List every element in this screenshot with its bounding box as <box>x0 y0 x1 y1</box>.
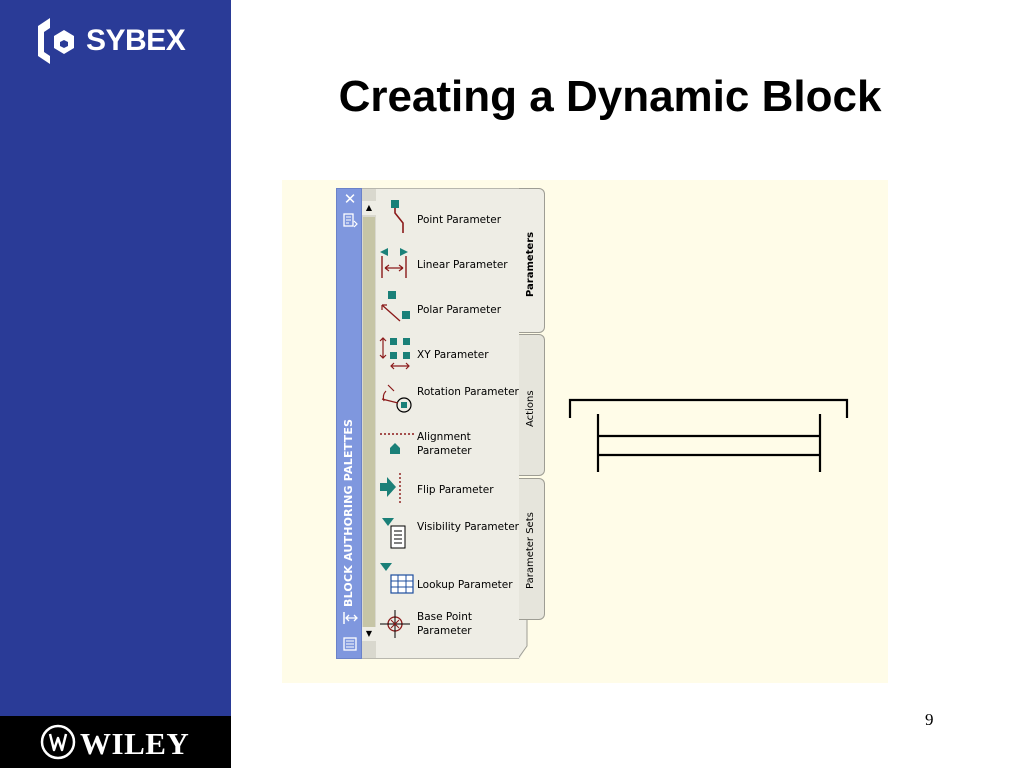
linear-parameter-icon <box>380 248 408 278</box>
rotation-parameter-icon <box>381 384 412 413</box>
tool-linear-parameter[interactable]: Linear Parameter <box>376 242 518 286</box>
tool-label: Lookup Parameter <box>417 579 513 591</box>
tool-xy-parameter[interactable]: XY Parameter <box>376 332 518 376</box>
polar-parameter-icon <box>381 291 410 322</box>
palette-menu-icon[interactable] <box>341 635 359 653</box>
visibility-parameter-icon <box>382 518 406 549</box>
tool-lookup-parameter[interactable]: Lookup Parameter <box>376 557 518 601</box>
tab-label: Parameters <box>525 231 536 297</box>
auto-hide-icon[interactable] <box>341 609 359 627</box>
tool-rotation-parameter[interactable]: Rotation Parameter <box>376 377 519 421</box>
slide-title: Creating a Dynamic Block <box>338 72 882 121</box>
properties-icon[interactable] <box>341 211 359 229</box>
tool-label: Linear Parameter <box>417 259 508 271</box>
tool-label: Visibility Parameter <box>417 521 519 533</box>
tool-label: Base Point Parameter <box>417 611 472 637</box>
tool-visibility-parameter[interactable]: Visibility Parameter <box>376 512 519 556</box>
tool-label: Alignment Parameter <box>417 431 472 457</box>
sybex-mark-icon <box>38 18 74 64</box>
tab-label: Parameter Sets <box>525 512 536 589</box>
page-number: 9 <box>925 710 934 729</box>
palette-scrollbar[interactable]: ▲ ▼ <box>362 189 376 658</box>
wiley-footer-bar <box>0 716 231 768</box>
palette-screenshot: ✕ BLOCK AUTHORING PALETTES ▲ ▼ <box>282 180 888 683</box>
scroll-down-icon[interactable]: ▼ <box>362 627 376 641</box>
tab-parameter-sets[interactable]: Parameter Sets <box>519 478 545 620</box>
sybex-wordmark: SYBEX <box>86 24 186 57</box>
tool-polar-parameter[interactable]: Polar Parameter <box>376 287 518 331</box>
tool-base-point-parameter[interactable]: Base Point Parameter <box>376 602 518 646</box>
xy-parameter-icon <box>379 337 410 370</box>
tool-flip-parameter[interactable]: Flip Parameter <box>376 467 518 511</box>
brand-sidebar: SYBEX <box>0 0 231 716</box>
block-geometry-drawing <box>568 398 849 472</box>
block-authoring-palette: ✕ BLOCK AUTHORING PALETTES ▲ ▼ <box>336 188 546 660</box>
palette-titlebar[interactable]: ✕ BLOCK AUTHORING PALETTES <box>336 188 362 659</box>
tool-label: XY Parameter <box>417 349 489 361</box>
tab-label: Actions <box>525 390 536 427</box>
scroll-up-icon[interactable]: ▲ <box>362 201 376 215</box>
tool-point-parameter[interactable]: Point Parameter <box>376 197 518 241</box>
close-icon[interactable]: ✕ <box>343 190 357 208</box>
lookup-parameter-icon <box>380 563 414 594</box>
flip-parameter-icon <box>380 473 401 503</box>
palette-corner <box>519 620 528 660</box>
alignment-parameter-icon <box>380 433 414 454</box>
tab-parameters[interactable]: Parameters <box>519 188 545 333</box>
base-point-parameter-icon <box>380 610 410 638</box>
scroll-thumb[interactable] <box>363 217 375 635</box>
tool-alignment-parameter[interactable]: Alignment Parameter <box>376 422 518 466</box>
palette-body: ▲ ▼ Point Parameter Li <box>362 188 519 659</box>
wiley-wordmark: WILEY <box>80 726 190 761</box>
point-parameter-icon <box>391 200 404 233</box>
tool-label: Polar Parameter <box>417 304 502 316</box>
wiley-logo: WILEY <box>40 724 200 761</box>
tab-actions[interactable]: Actions <box>519 334 545 476</box>
tool-label: Flip Parameter <box>417 484 494 496</box>
tool-label: Point Parameter <box>417 214 502 226</box>
sybex-logo: SYBEX <box>34 18 204 64</box>
tool-label: Rotation Parameter <box>417 386 519 398</box>
wiley-seal-icon <box>40 724 76 760</box>
palette-title: BLOCK AUTHORING PALETTES <box>342 418 355 607</box>
